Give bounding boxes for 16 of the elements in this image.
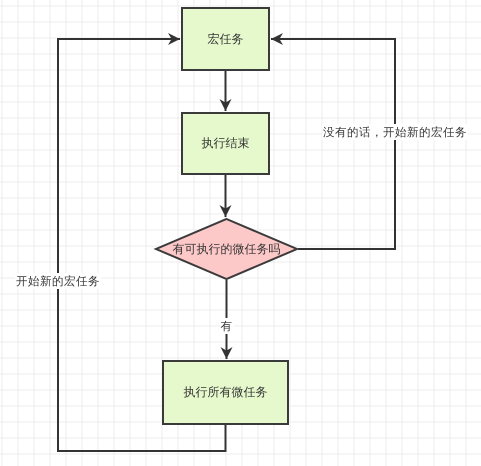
edge-label: 有 [220, 318, 234, 334]
decision-diamond [155, 218, 298, 280]
arrow [220, 175, 232, 217]
node-text: 执行结束 [202, 135, 250, 152]
arrow [220, 71, 232, 111]
process-box [181, 112, 270, 175]
arrow [271, 33, 396, 250]
node-text: 执行所有微任务 [184, 384, 268, 401]
arrow [57, 33, 226, 452]
node-text: 宏任务 [208, 30, 244, 48]
process-box [181, 7, 270, 71]
arrow [220, 280, 232, 359]
process-box [162, 360, 289, 425]
edge-label: 开始新的宏任务 [15, 273, 101, 289]
node-text: 有可执行的微任务吗 [172, 240, 280, 258]
edge-label: 没有的话，开始新的宏任务 [322, 124, 468, 140]
